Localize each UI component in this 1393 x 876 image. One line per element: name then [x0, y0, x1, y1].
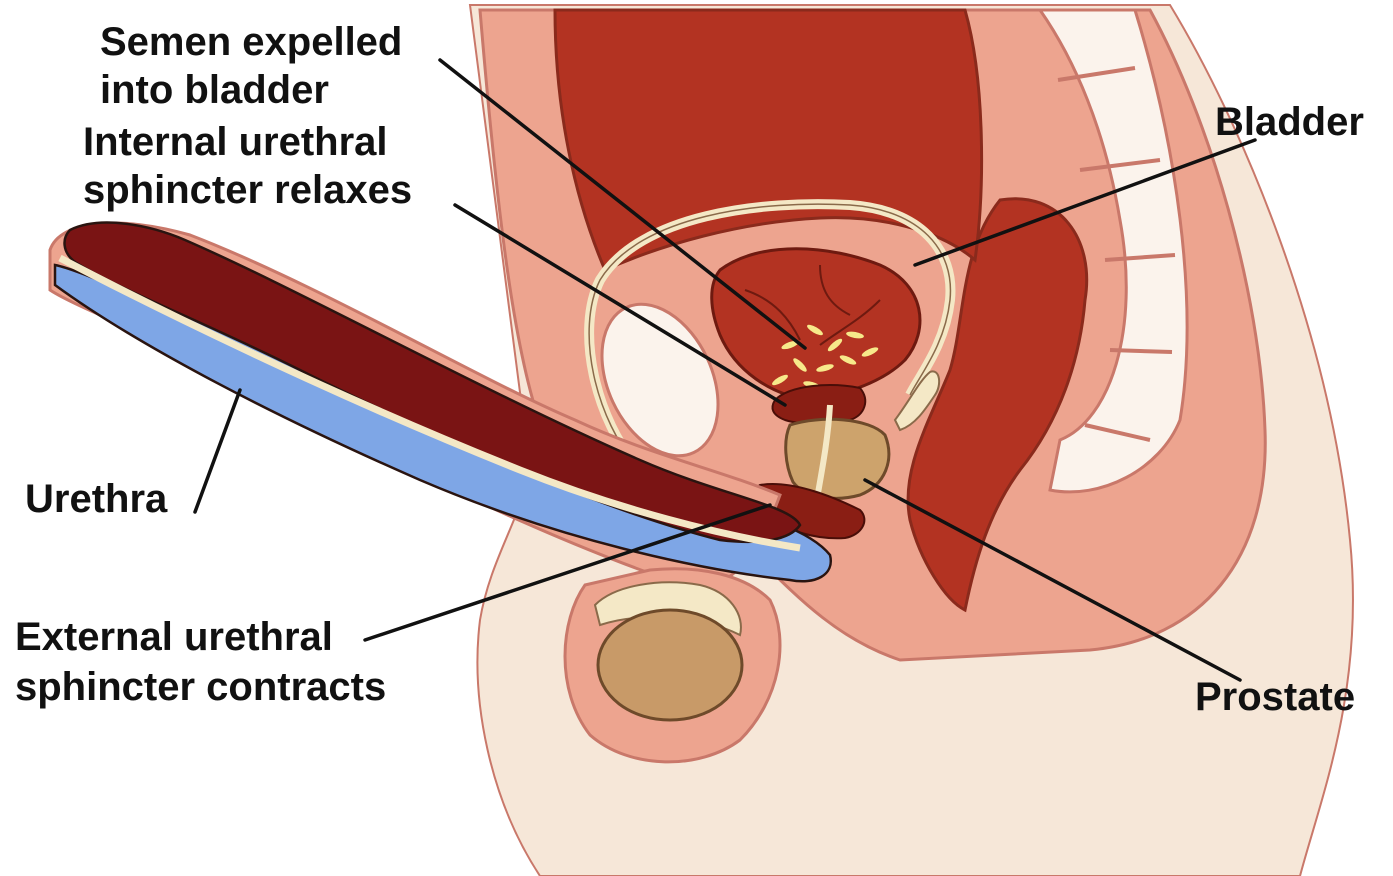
label-internal-urethral: Internal urethral — [83, 120, 388, 164]
prostate — [786, 419, 889, 498]
label-external-urethral: External urethral — [15, 615, 333, 659]
label-into-bladder: into bladder — [100, 68, 329, 112]
label-prostate: Prostate — [1195, 675, 1355, 719]
label-sphincter-relaxes: sphincter relaxes — [83, 168, 412, 212]
label-semen-expelled: Semen expelled — [100, 20, 402, 64]
testis — [598, 610, 742, 720]
label-urethra: Urethra — [25, 477, 168, 521]
label-bladder: Bladder — [1215, 100, 1364, 144]
label-sphincter-contracts: sphincter contracts — [15, 665, 386, 709]
